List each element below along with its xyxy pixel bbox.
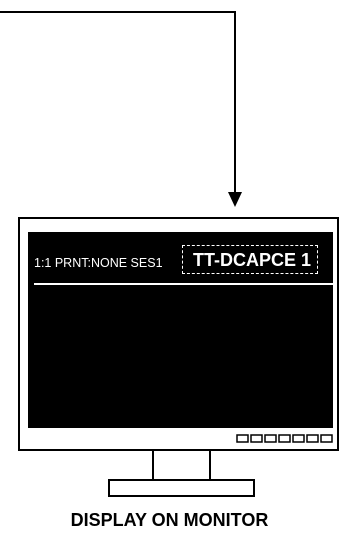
status-text: 1:1 PRNT:NONE SES1 [34,256,163,270]
panel-button [236,434,249,443]
session-name-highlight-box [182,245,318,274]
front-panel-buttons [236,434,333,443]
panel-button [250,434,263,443]
panel-button [264,434,277,443]
connector-line [0,11,236,192]
panel-button [278,434,291,443]
panel-button [292,434,305,443]
session-name: TT-DCAPCE 1 [193,250,312,270]
monitor-stand-base [108,479,255,497]
monitor-screen [28,232,333,428]
panel-button [320,434,333,443]
panel-button [306,434,319,443]
connector-arrowhead [228,192,242,207]
diagram-caption: DISPLAY ON MONITOR [70,510,269,530]
